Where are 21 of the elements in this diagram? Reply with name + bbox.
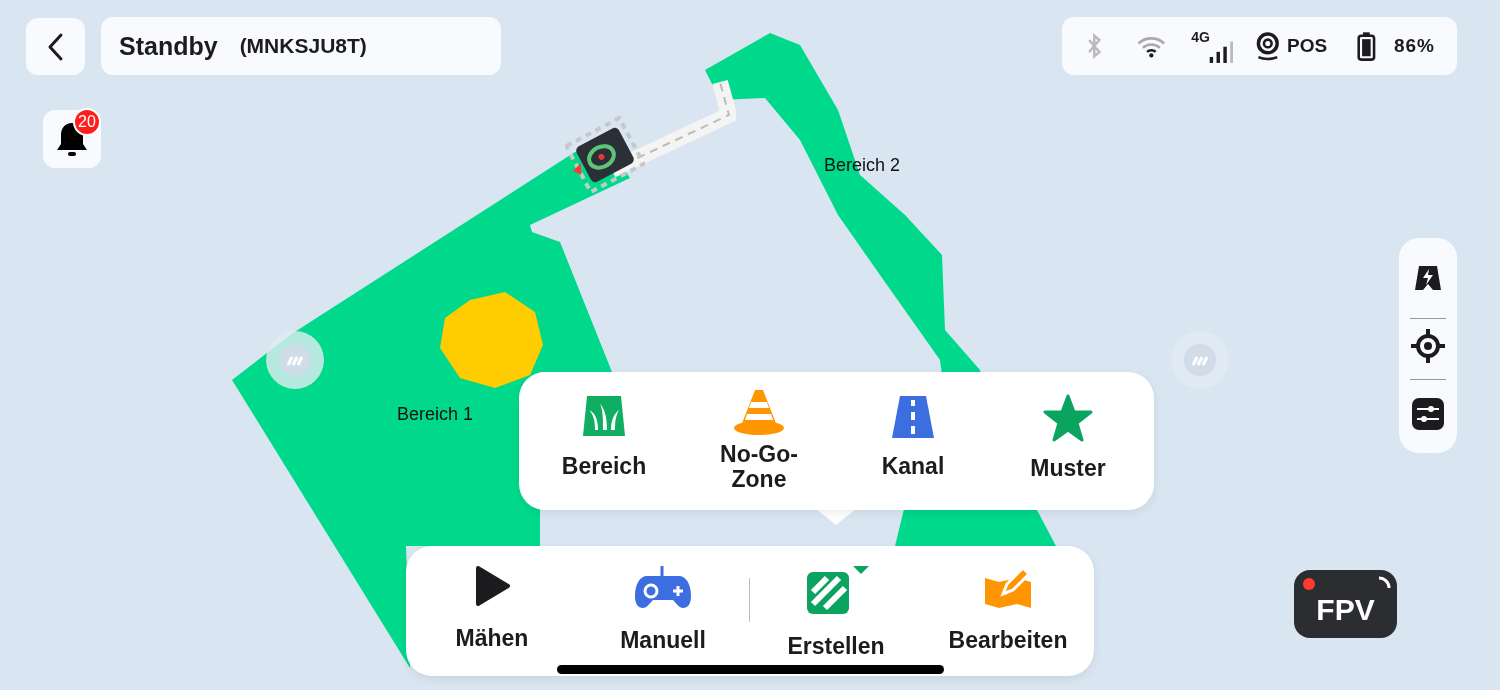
- no-go-zone-button: No-Go-Zone: [704, 386, 814, 496]
- battery-level: 86%: [1393, 35, 1435, 57]
- network-type: 4G: [1191, 29, 1210, 45]
- status-bar: [1062, 17, 1457, 75]
- channel-button: Kanal: [843, 394, 983, 504]
- create-menu-popup: [519, 372, 1154, 510]
- mow-button: Mähen: [412, 564, 572, 664]
- positioning-status: POS: [1287, 35, 1328, 57]
- pattern-button: Muster: [998, 394, 1138, 504]
- manual-button: Manuell: [583, 564, 743, 664]
- area-button: Bereich: [534, 394, 674, 504]
- status-header: [101, 17, 501, 75]
- fpv-button: FPV: [1294, 570, 1397, 638]
- edit-button: Bearbeiten: [928, 564, 1088, 664]
- no-go-zone-shape: [439, 291, 544, 389]
- bottom-action-bar: [406, 546, 1094, 676]
- status-text: Standby: [119, 31, 218, 61]
- area-label: Bereich 1: [397, 404, 474, 425]
- create-button: Erstellen: [756, 564, 916, 664]
- notification-count: 20: [73, 108, 101, 136]
- device-id: (MNKSJU8T): [239, 34, 367, 58]
